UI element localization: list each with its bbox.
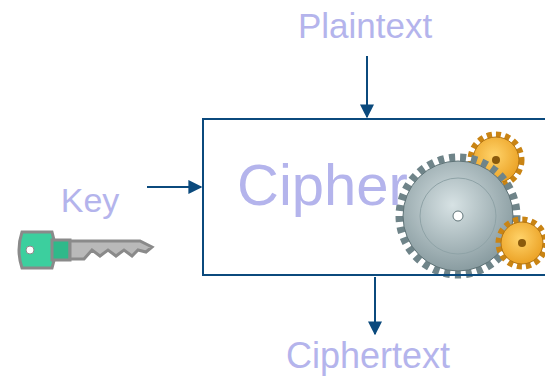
output-arrow <box>374 277 376 334</box>
process-box: Cipher <box>202 118 545 276</box>
flow-label: Plaintext <box>298 8 432 43</box>
box-title: Cipher <box>237 156 408 214</box>
input-arrow <box>366 56 368 117</box>
flow-label: Key <box>61 183 120 217</box>
flow-label: Ciphertext <box>286 338 450 374</box>
gears-icon <box>400 135 545 274</box>
key-arrow <box>147 186 201 188</box>
key-icon <box>19 232 152 268</box>
